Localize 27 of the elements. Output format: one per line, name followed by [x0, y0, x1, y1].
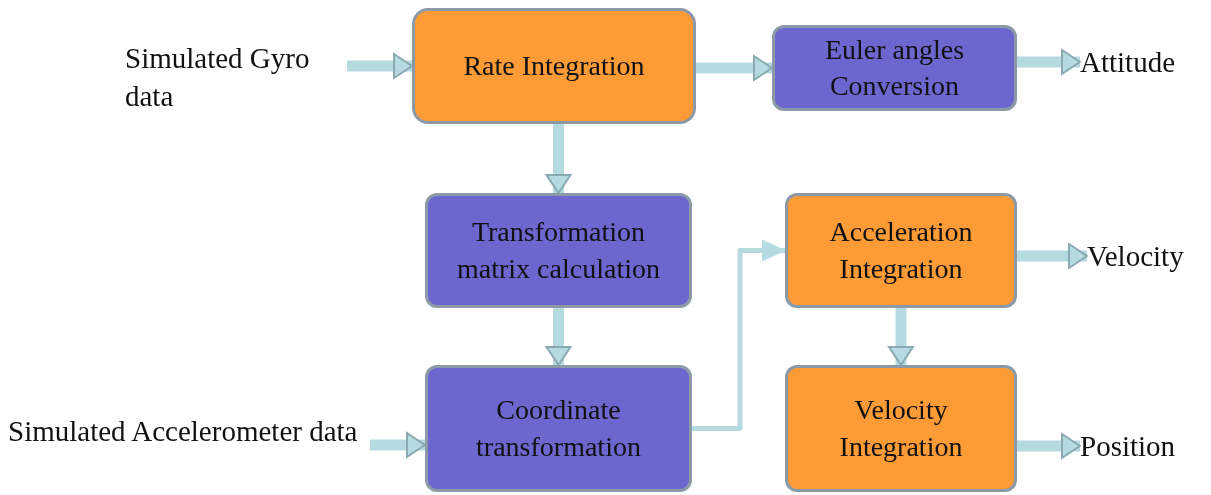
io-label: Simulated Gyro data [125, 40, 347, 116]
arrow [696, 55, 773, 81]
node-label: Euler angles Conversion [823, 32, 966, 103]
arrow [370, 432, 426, 458]
process-box [412, 8, 696, 124]
process-box [785, 365, 1017, 492]
process-box [772, 25, 1017, 111]
process-box [425, 365, 692, 492]
io-label: Attitude [1080, 44, 1200, 80]
node-label: Coordinate transformation [475, 393, 642, 464]
process-box [785, 193, 1017, 308]
arrow [888, 308, 914, 366]
node-label: Rate Integration [463, 48, 645, 83]
arrow [347, 53, 413, 79]
arrow [1017, 243, 1088, 269]
arrow [1017, 49, 1081, 75]
arrow [1017, 433, 1081, 459]
io-label: Simulated Accelerometer data [8, 413, 370, 491]
node-label: Velocity Integration [838, 393, 964, 464]
node-label: Acceleration Integration [828, 215, 974, 286]
arrow [545, 124, 572, 194]
arrow [692, 239, 786, 431]
process-box [425, 193, 692, 308]
node-label: Transformation matrix calculation [456, 215, 661, 286]
io-label: Position [1080, 428, 1200, 464]
io-label: Velocity [1087, 238, 1205, 274]
arrow [545, 308, 572, 366]
